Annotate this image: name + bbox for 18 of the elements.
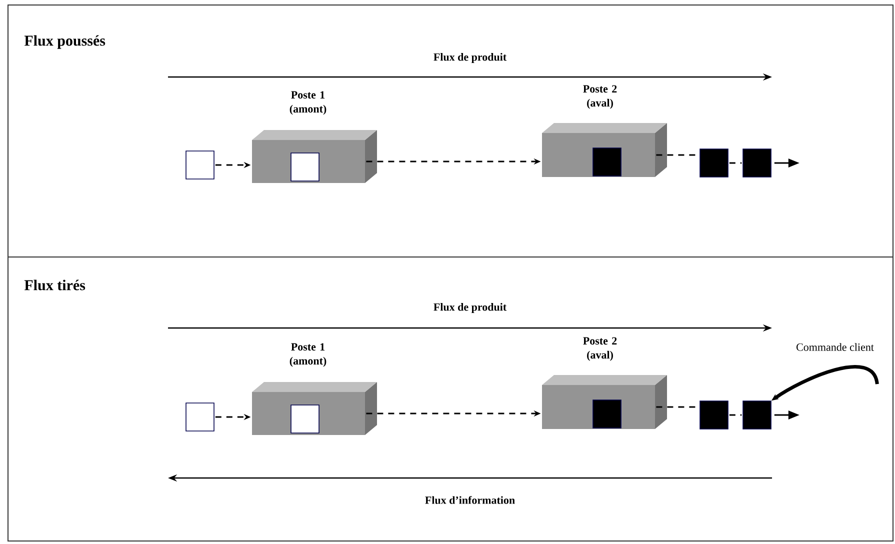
flow-label: Flux de produit xyxy=(434,303,507,313)
product-square xyxy=(186,150,214,180)
product-square xyxy=(290,404,320,434)
node-label: Poste 1 (amont) xyxy=(290,343,326,367)
product-square xyxy=(742,148,772,178)
product-square xyxy=(592,400,622,428)
node-label: Poste 1 (amont) xyxy=(290,91,326,115)
product-square xyxy=(742,400,772,430)
node-label: Commande client xyxy=(796,343,874,351)
product-square xyxy=(700,400,728,430)
flow-label: Flux d’information xyxy=(425,496,515,504)
product-square xyxy=(186,402,214,432)
product-square xyxy=(290,152,320,182)
node-label: Poste 2 (aval) xyxy=(583,85,617,109)
product-square xyxy=(592,148,622,176)
flow-label: Flux de produit xyxy=(434,53,507,63)
product-square xyxy=(700,148,728,178)
node-label: Poste 2 (aval) xyxy=(583,337,617,361)
